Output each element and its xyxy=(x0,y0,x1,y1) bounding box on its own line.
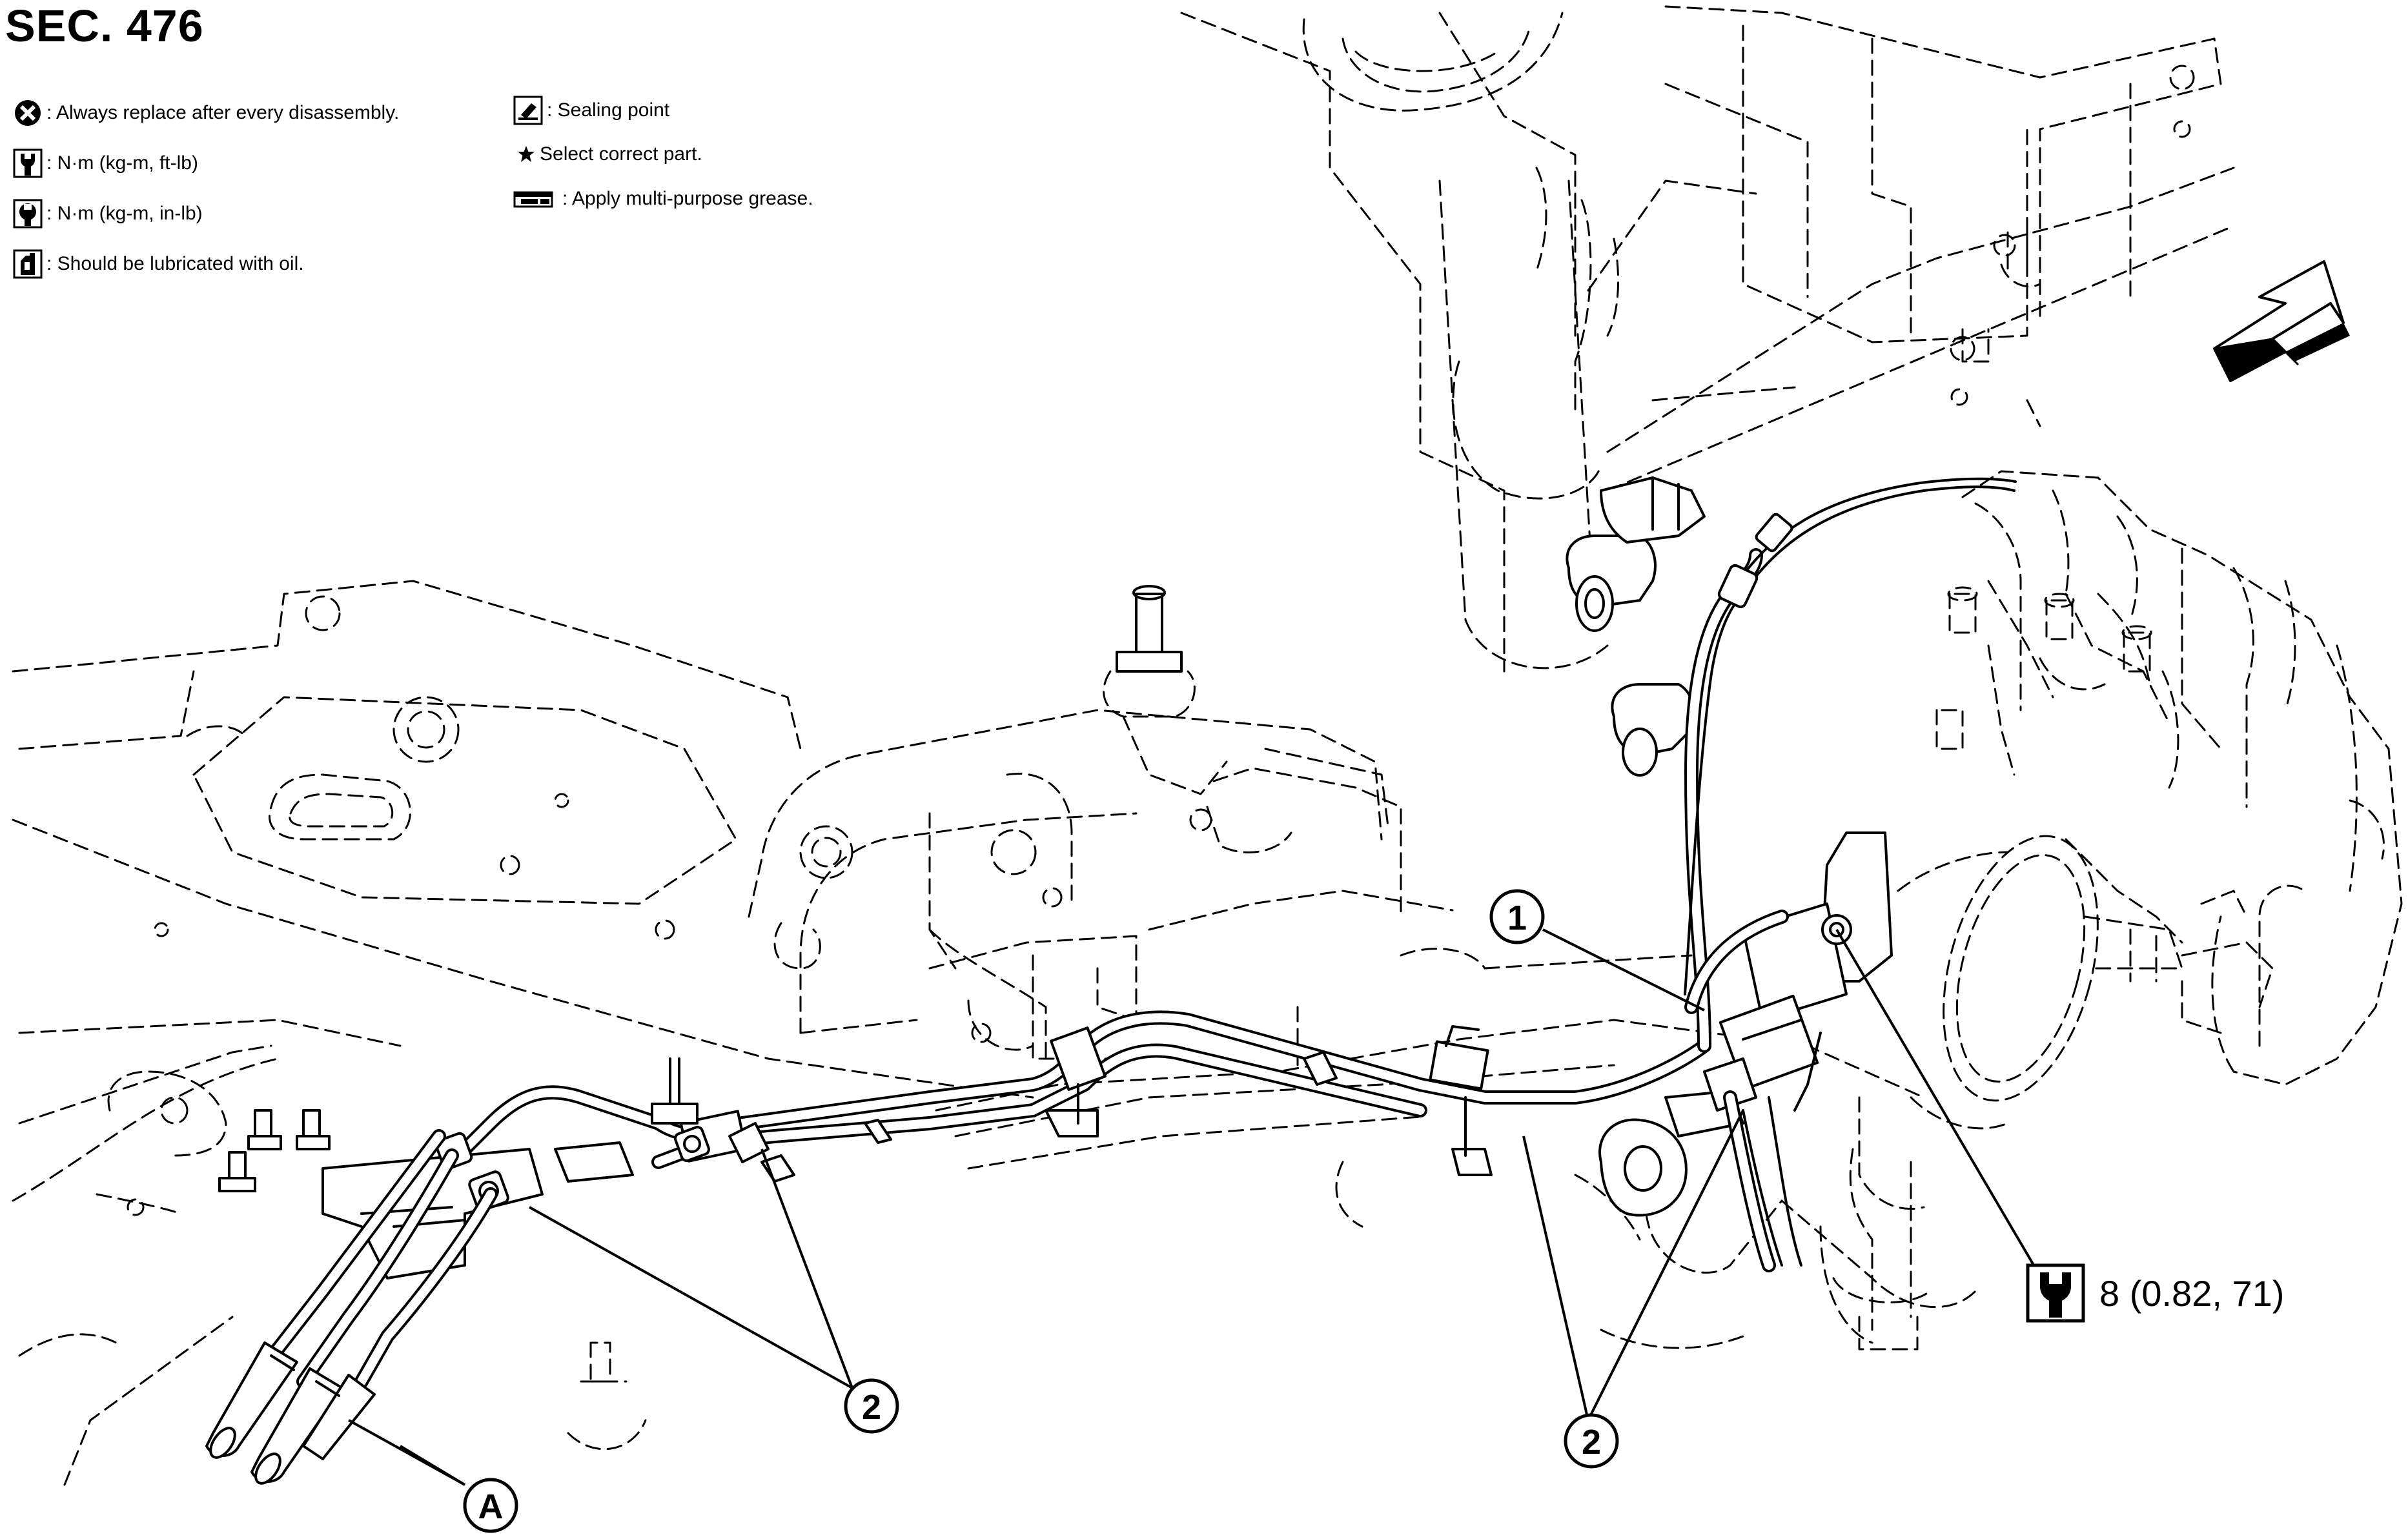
legend-sealing-text: : Sealing point xyxy=(547,99,670,121)
left-connector-block xyxy=(205,1057,795,1485)
callout-1-label: 1 xyxy=(1507,899,1527,937)
legend-select: Select correct part. xyxy=(516,143,702,165)
strut-mount-bolts xyxy=(1566,476,1706,777)
legend-sealing: : Sealing point xyxy=(513,96,669,125)
legend-torque-ftlb-text: : N·m (kg-m, ft-lb) xyxy=(46,152,198,174)
grease-gun-icon xyxy=(513,186,553,212)
callout-a: A xyxy=(463,1478,518,1533)
connector-a-cylinders xyxy=(205,1341,376,1485)
callout-a-label: A xyxy=(478,1487,504,1526)
callout-2-right-label: 2 xyxy=(1582,1423,1601,1462)
wrench-socket-filled-icon xyxy=(2026,1263,2085,1323)
legend-torque-inlb-text: : N·m (kg-m, in-lb) xyxy=(46,203,203,224)
legend-select-text: Select correct part. xyxy=(540,143,702,165)
legend-replace: : Always replace after every disassembly… xyxy=(13,98,399,128)
body-floor-crossmember xyxy=(12,580,1034,1486)
brake-tube-routing xyxy=(445,477,2017,1272)
front-direction-arrow-icon xyxy=(2212,260,2350,383)
section-title: SEC. 476 xyxy=(5,1,204,51)
callout-2-left-label: 2 xyxy=(862,1388,881,1427)
legend-lubricate: : Should be lubricated with oil. xyxy=(13,249,304,279)
strut-frame-assembly xyxy=(1180,5,2235,673)
callout-2-left: 2 xyxy=(844,1378,899,1434)
callout-1: 1 xyxy=(1489,889,1545,944)
legend-torque-ftlb: : N·m (kg-m, ft-lb) xyxy=(13,148,198,178)
star-icon xyxy=(516,145,536,164)
crossed-circle-icon xyxy=(13,98,43,128)
legend-replace-text: : Always replace after every disassembly… xyxy=(46,102,400,123)
wrench-socket-icon xyxy=(13,148,43,178)
legend-torque-inlb: : N·m (kg-m, in-lb) xyxy=(13,199,203,229)
sealant-tube-icon xyxy=(513,96,543,125)
torque-spec: 8 (0.82, 71) xyxy=(2026,1263,2284,1323)
callout-2-right: 2 xyxy=(1564,1413,1619,1469)
oil-can-icon xyxy=(13,249,43,279)
hose-bracket xyxy=(1598,831,1893,1267)
hub-caliper-assembly xyxy=(1897,470,2403,1130)
legend-lubricate-text: : Should be lubricated with oil. xyxy=(46,253,304,274)
torque-spec-value: 8 (0.82, 71) xyxy=(2099,1272,2285,1314)
legend-grease: : Apply multi-purpose grease. xyxy=(513,186,813,212)
legend-grease-text: : Apply multi-purpose grease. xyxy=(562,188,813,209)
callout-leaders xyxy=(348,928,2045,1486)
wrench-socket-filled-icon xyxy=(13,199,43,229)
